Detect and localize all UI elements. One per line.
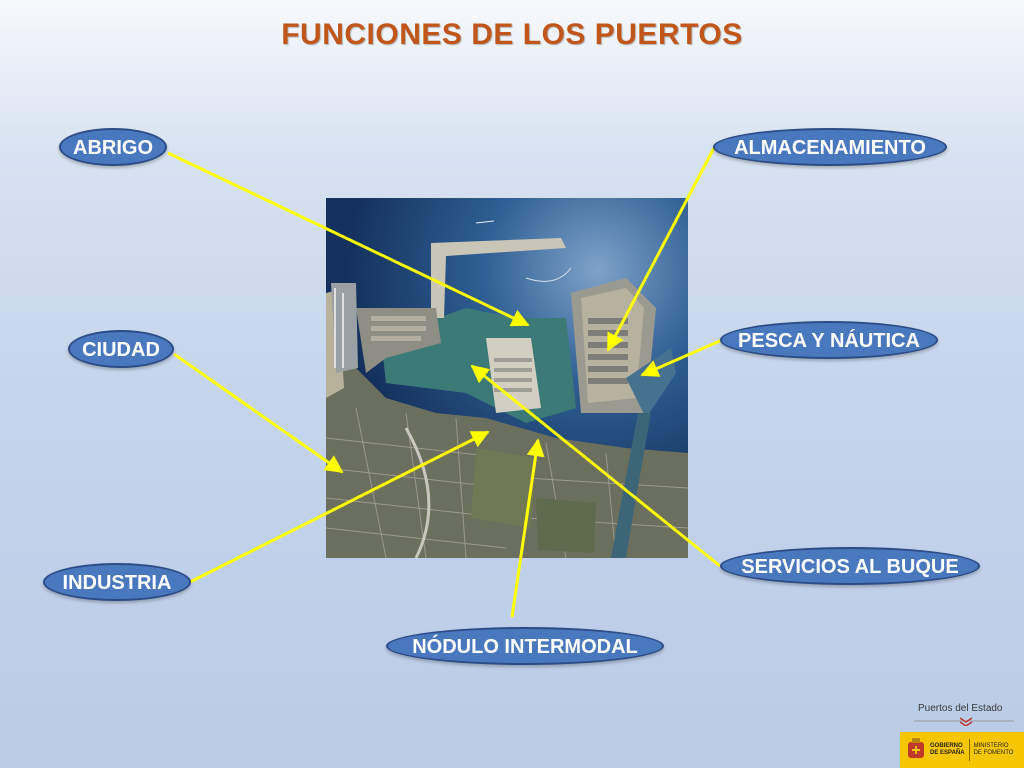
- arrow-ciudad: [173, 352, 344, 474]
- ministerio-de-fomento-text: MINISTERIO DE FOMENTO: [973, 743, 1014, 756]
- brand-line-icon: [914, 717, 1014, 726]
- label-almacenamiento: ALMACENAMIENTO: [713, 128, 947, 166]
- label-abrigo: ABRIGO: [59, 128, 167, 166]
- label-servicios-buque: SERVICIOS AL BUQUE: [720, 547, 980, 585]
- aerial-port-photo: [326, 198, 688, 558]
- puertos-del-estado-logo: Puertos del Estado: [918, 703, 1003, 714]
- label-ciudad: CIUDAD: [68, 330, 174, 368]
- government-logo-bar: GOBIERNO DE ESPAÑA MINISTERIO DE FOMENTO: [900, 732, 1024, 768]
- spain-coat-of-arms-icon: [908, 738, 924, 758]
- label-industria: INDUSTRIA: [43, 563, 191, 601]
- page-title: FUNCIONES DE LOS PUERTOS: [281, 18, 743, 51]
- divider: [968, 739, 970, 761]
- label-pesca-nautica: PESCA Y NÁUTICA: [720, 321, 938, 359]
- gobierno-de-espana-text: GOBIERNO DE ESPAÑA: [930, 743, 965, 756]
- label-nodulo-intermodal: NÓDULO INTERMODAL: [386, 627, 664, 665]
